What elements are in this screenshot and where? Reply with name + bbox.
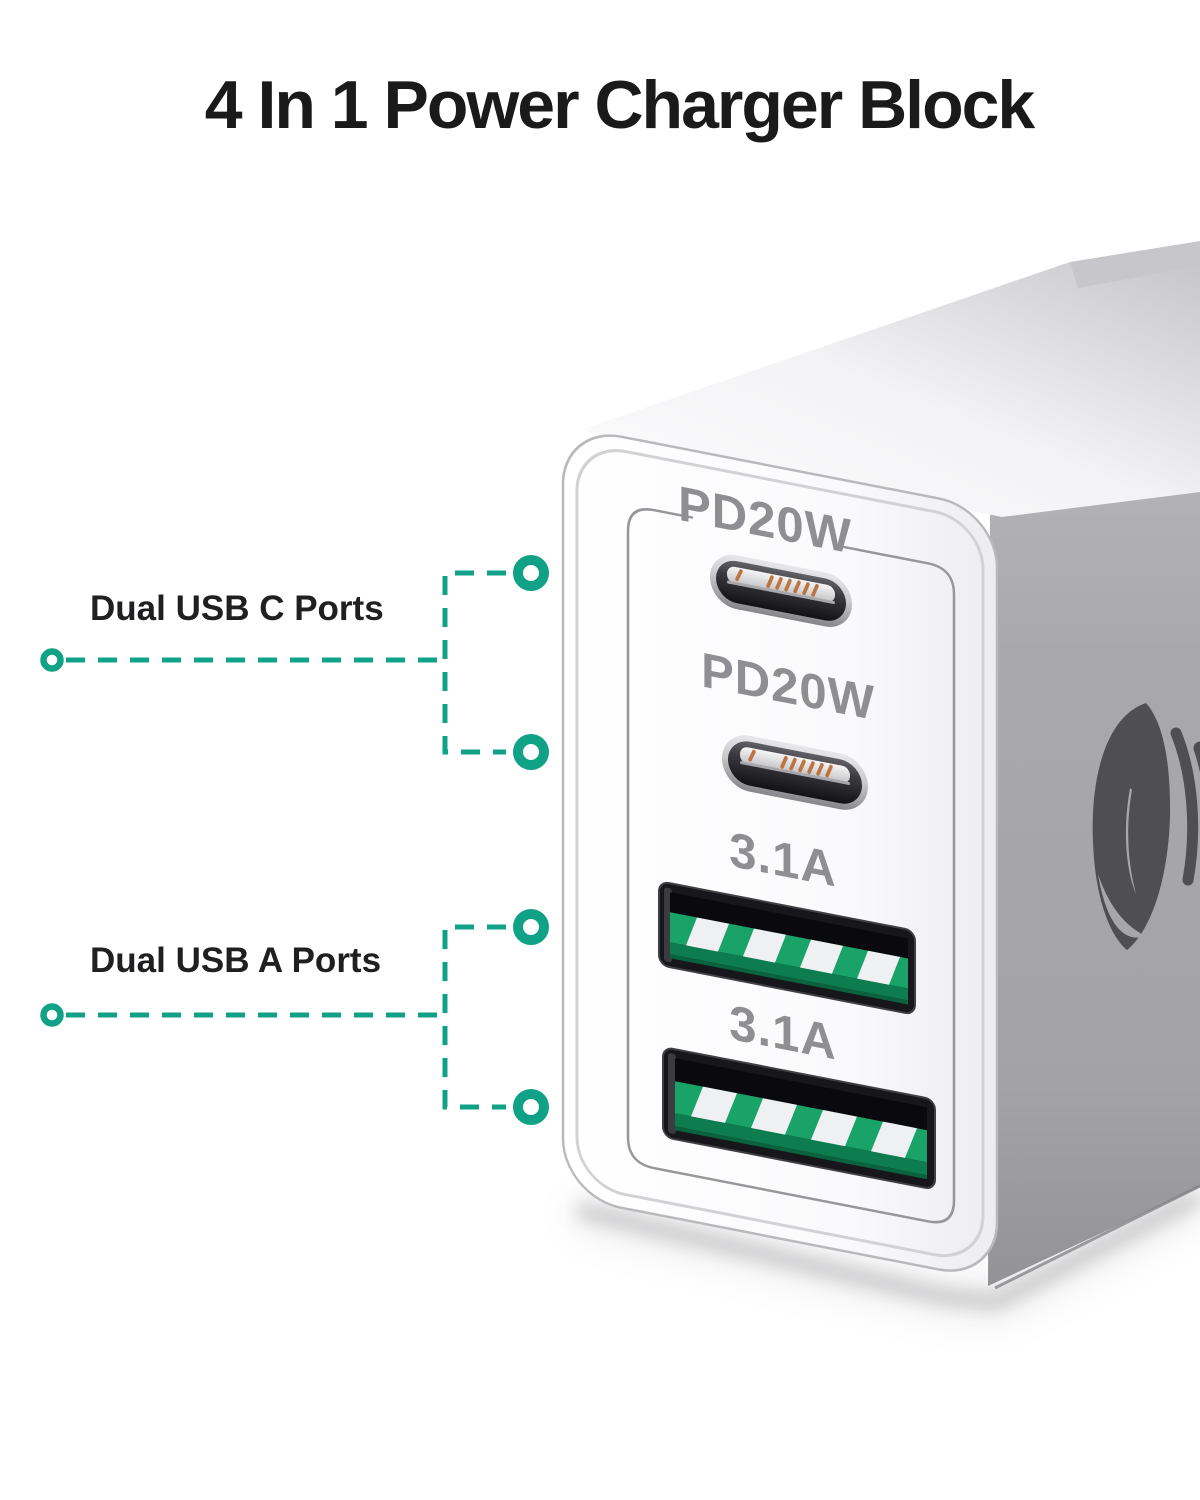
usb-c-port-tongue: [727, 566, 835, 602]
usb-c-pins: [735, 569, 819, 597]
callout-label-usb-a: Dual USB A Ports: [90, 941, 382, 980]
charger-etched-frame: [626, 508, 956, 1224]
charger-side-bottom-edge: [994, 1184, 1200, 1290]
usb-a-port-2: [662, 1047, 936, 1190]
usb-c-port-1: [710, 554, 852, 627]
callout-label-usb-c: Dual USB C Ports: [90, 589, 384, 628]
brand-logo-icon: [1092, 703, 1200, 950]
page-title: 4 In 1 Power Charger Block: [204, 67, 1036, 143]
charger-contact-shadow: [576, 1190, 1200, 1309]
charger-top-face: [583, 262, 1200, 517]
port-marker-icon-usb-a-1: [513, 909, 549, 945]
label-dot-icon: [40, 1003, 64, 1027]
callout-leader-usb-a: [66, 924, 506, 1110]
port-marker-icon-usb-a-2: [513, 1089, 549, 1125]
label-dot-icon: [40, 648, 64, 672]
port-marker-icon-usb-c-2: [513, 734, 549, 770]
charger-back-edge: [1070, 241, 1200, 288]
callout-leader-usb-c: [66, 570, 506, 755]
usb-c-pins: [748, 749, 833, 778]
usb-a-contacts: [686, 917, 900, 985]
usb-a-port-tongue: [675, 1081, 927, 1163]
usb-c-port-tongue: [740, 747, 850, 783]
usb-a-port-tongue: [670, 912, 908, 989]
charger-front-face: PD20W PD20W 3.1A 3.1A: [561, 434, 999, 1272]
charger-face-bevel: [575, 449, 985, 1258]
usb-c-port-2: [722, 735, 868, 810]
usb-a-contacts: [691, 1086, 917, 1158]
port-marker-icon-usb-c-1: [513, 555, 549, 591]
usb-a-port-1: [658, 881, 916, 1015]
charger-side-face: [988, 492, 1200, 1286]
